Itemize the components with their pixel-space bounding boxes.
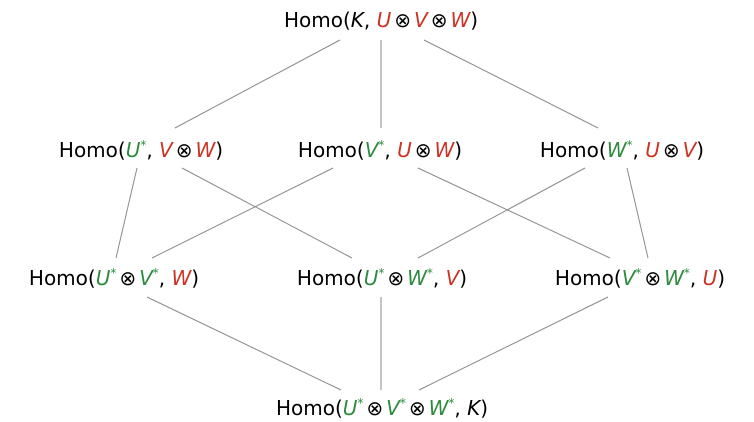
math-symbol: W <box>664 266 684 290</box>
math-symbol: K <box>350 8 364 32</box>
dual-star: * <box>426 266 433 280</box>
node-m1c: Homo(W*, U⊗V) <box>540 138 704 162</box>
edge-m1c-m2c <box>626 167 649 259</box>
text-token: ) <box>717 266 726 290</box>
math-symbol: W <box>606 138 627 162</box>
text-token: , <box>689 266 703 290</box>
tensor-operator: ⊗ <box>175 138 193 162</box>
node-m1a: Homo(U*, V⊗W) <box>59 138 223 162</box>
math-symbol: U <box>342 396 358 420</box>
text-token: Homo( <box>275 396 343 420</box>
tensor-operator: ⊗ <box>430 8 448 32</box>
tensor-operator: ⊗ <box>119 266 137 290</box>
math-symbol: V <box>139 266 153 290</box>
dual-star: * <box>683 266 690 280</box>
dual-star: * <box>140 138 147 152</box>
text-token: , <box>432 266 446 290</box>
math-symbol: V <box>364 138 379 162</box>
edge-m1b-m2c <box>417 167 611 259</box>
text-token: Homo( <box>297 138 365 162</box>
text-token: , <box>632 138 646 162</box>
math-symbol: U <box>645 138 660 162</box>
tensor-operator: ⊗ <box>387 266 405 290</box>
math-symbol: W <box>434 138 455 162</box>
text-token: ) <box>191 266 200 290</box>
tensor-operator: ⊗ <box>414 138 432 162</box>
tensor-operator: ⊗ <box>662 138 680 162</box>
text-token: Homo( <box>28 266 96 290</box>
math-symbol: V <box>386 396 400 420</box>
node-m1b: Homo(V*, U⊗W) <box>298 138 462 162</box>
node-bottom: Homo(U*⊗V*⊗W*, K) <box>276 396 488 420</box>
dual-star: * <box>626 138 633 152</box>
math-symbol: U <box>363 266 379 290</box>
math-symbol: U <box>95 266 111 290</box>
math-symbol: W <box>195 138 216 162</box>
edge-m2a-bottom <box>146 296 342 391</box>
edge-m1b-m2a <box>151 167 334 259</box>
tensor-operator: ⊗ <box>408 396 426 420</box>
math-symbol: W <box>407 266 427 290</box>
math-symbol: V <box>682 138 697 162</box>
math-symbol: V <box>159 138 173 162</box>
math-symbol: U <box>125 138 141 162</box>
text-token: ) <box>470 8 479 32</box>
text-token: , <box>454 396 468 420</box>
math-symbol: U <box>702 266 718 290</box>
text-token: ) <box>454 138 463 162</box>
math-symbol: V <box>621 266 636 290</box>
tensor-operator: ⊗ <box>366 396 384 420</box>
edge-m1a-m2b <box>181 167 353 259</box>
node-m2a: Homo(U*⊗V*, W) <box>29 266 199 290</box>
tensor-operator: ⊗ <box>394 8 411 32</box>
math-symbol: U <box>397 138 412 162</box>
dual-star: * <box>152 266 159 280</box>
text-token: , <box>158 266 172 290</box>
dual-star: * <box>635 266 642 280</box>
node-m2b: Homo(U*⊗W*, V) <box>297 266 467 290</box>
text-token: , <box>363 8 377 32</box>
text-token: ) <box>459 266 468 290</box>
dual-star: * <box>399 396 406 410</box>
tensor-operator: ⊗ <box>644 266 662 290</box>
math-symbol: W <box>428 396 449 420</box>
math-symbol: U <box>376 8 392 32</box>
node-top: Homo(K, U⊗V⊗W) <box>284 8 478 32</box>
text-token: Homo( <box>283 8 351 32</box>
math-symbol: W <box>171 266 192 290</box>
edge-m2c-bottom <box>418 296 609 391</box>
dual-star: * <box>448 396 455 410</box>
math-symbol: V <box>414 8 428 32</box>
text-token: ) <box>696 138 705 162</box>
text-token: ) <box>480 396 489 420</box>
edge-m1a-m2a <box>115 167 138 259</box>
dual-star: * <box>378 266 385 280</box>
math-symbol: W <box>450 8 471 32</box>
math-symbol: K <box>467 396 481 420</box>
node-m2c: Homo(V*⊗W*, U) <box>555 266 725 290</box>
text-token: , <box>146 138 160 162</box>
edge-m1c-m2b <box>417 167 586 259</box>
text-token: , <box>384 138 398 162</box>
dual-star: * <box>110 266 117 280</box>
edge-top-m1a <box>174 39 341 129</box>
text-token: Homo( <box>58 138 126 162</box>
text-token: Homo( <box>554 266 622 290</box>
text-token: ) <box>215 138 224 162</box>
text-token: Homo( <box>539 138 607 162</box>
dual-star: * <box>357 396 364 410</box>
dual-star: * <box>378 138 385 152</box>
math-symbol: V <box>445 266 460 290</box>
text-token: Homo( <box>296 266 364 290</box>
edge-top-m1c <box>423 39 599 129</box>
